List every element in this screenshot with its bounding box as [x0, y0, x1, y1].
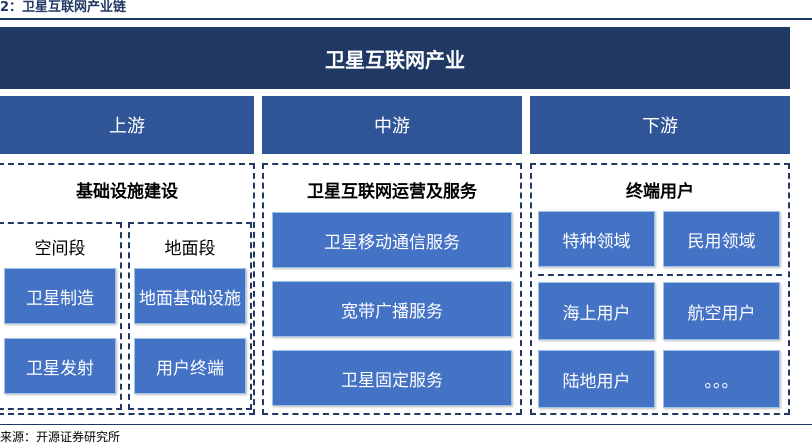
- land-users-box: 陆地用户: [538, 350, 655, 408]
- downstream-panel: [530, 163, 790, 415]
- bottom-divider: [0, 424, 812, 425]
- source-note: 来源：开源证券研究所: [0, 430, 121, 444]
- stage-upstream-header: 上游: [0, 96, 254, 154]
- figure-caption: 2：卫星互联网产业链: [0, 0, 127, 15]
- midstream-panel: [262, 163, 522, 415]
- more-users-ellipsis-box: 。。。: [663, 350, 780, 408]
- ground-segment-panel: [128, 222, 252, 410]
- top-divider: [0, 18, 812, 20]
- special-field-box: 特种领域: [538, 211, 655, 267]
- ground-segment-title: 地面段: [164, 238, 216, 259]
- space-segment-panel: [0, 222, 122, 410]
- stage-midstream-header: 中游: [262, 96, 522, 154]
- downstream-title: 终端用户: [626, 181, 694, 202]
- upstream-panel: [0, 163, 255, 415]
- space-segment-title: 空间段: [34, 238, 86, 259]
- upstream-title: 基础设施建设: [76, 181, 178, 202]
- user-terminal-box: 用户终端: [134, 338, 246, 394]
- maritime-users-box: 海上用户: [538, 282, 655, 340]
- midstream-title: 卫星互联网运营及服务: [307, 181, 477, 202]
- satellite-launch-box: 卫星发射: [4, 338, 116, 394]
- civil-field-box: 民用领域: [663, 211, 780, 267]
- broadband-broadcast-service-box: 宽带广播服务: [272, 281, 512, 337]
- aviation-users-box: 航空用户: [663, 282, 780, 340]
- stage-downstream-header: 下游: [530, 96, 790, 154]
- ground-infrastructure-box: 地面基础设施: [134, 268, 246, 324]
- fixed-satellite-service-box: 卫星固定服务: [272, 350, 512, 406]
- satellite-manufacturing-box: 卫星制造: [4, 268, 116, 324]
- downstream-divider: [538, 274, 782, 276]
- industry-banner: 卫星互联网产业: [0, 27, 790, 89]
- mobile-comm-service-box: 卫星移动通信服务: [272, 212, 512, 268]
